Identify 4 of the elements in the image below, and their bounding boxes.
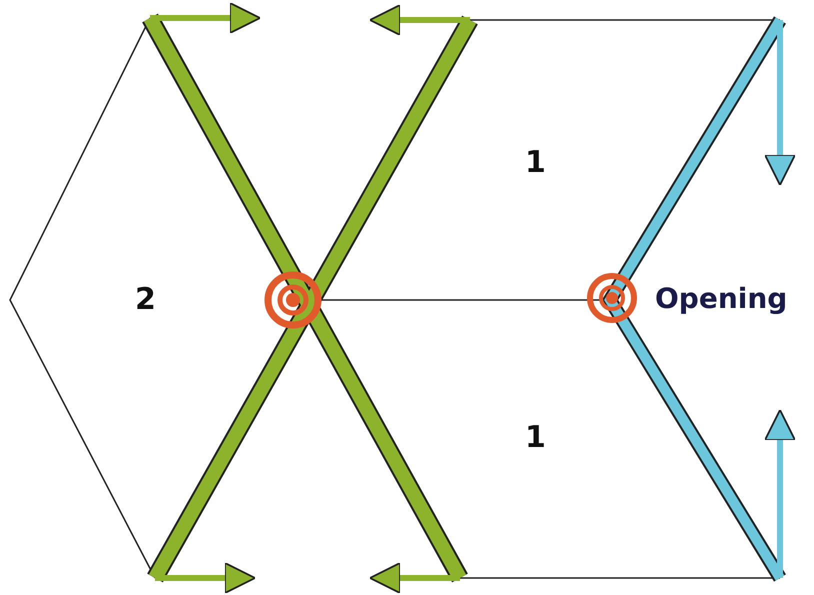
region-number: 2 — [135, 282, 156, 317]
region-number: 1 — [525, 420, 546, 455]
region-number: 1 — [525, 145, 546, 180]
opening-label: Opening — [655, 282, 788, 315]
